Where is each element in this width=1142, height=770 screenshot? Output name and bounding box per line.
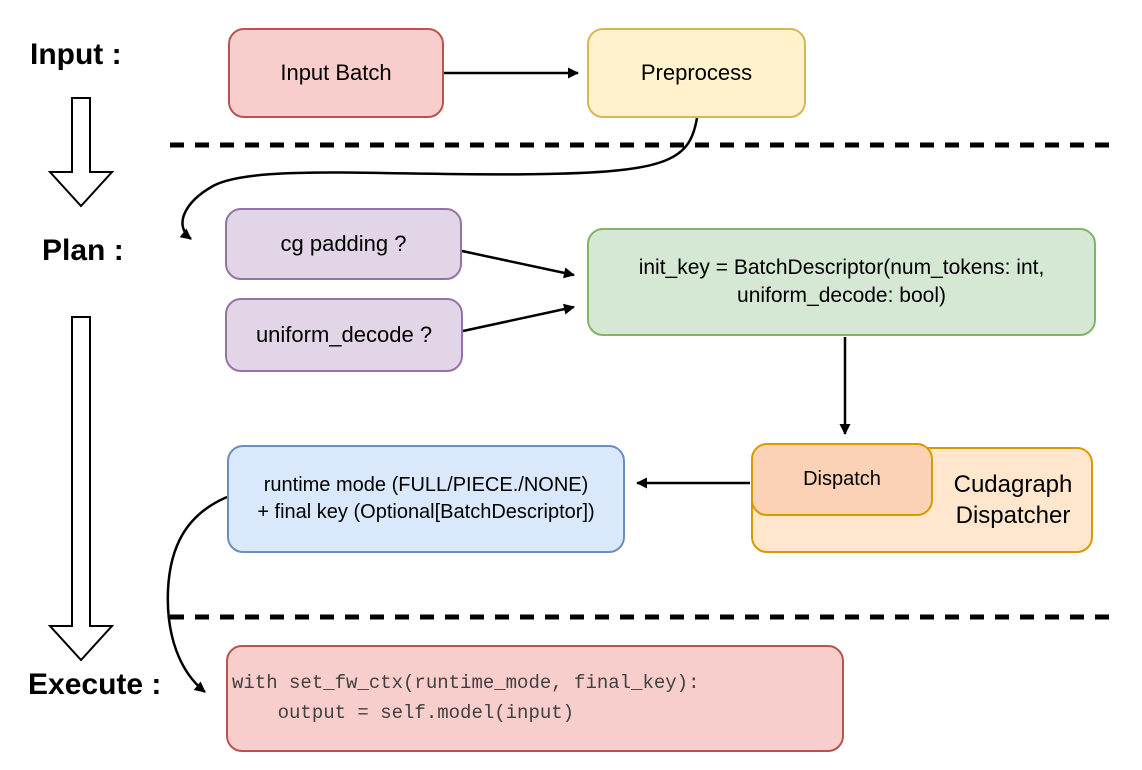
arrow-cgpadding-to-initkey (461, 249, 575, 279)
arrow-preprocess-to-plan (179, 117, 699, 240)
arrow-runtime-to-execute (166, 495, 228, 693)
input-to-plan-arrow-icon (47, 97, 115, 208)
arrow-uniformdecode-to-initkey (462, 303, 575, 333)
plan-to-execute-arrow-icon (47, 316, 115, 662)
